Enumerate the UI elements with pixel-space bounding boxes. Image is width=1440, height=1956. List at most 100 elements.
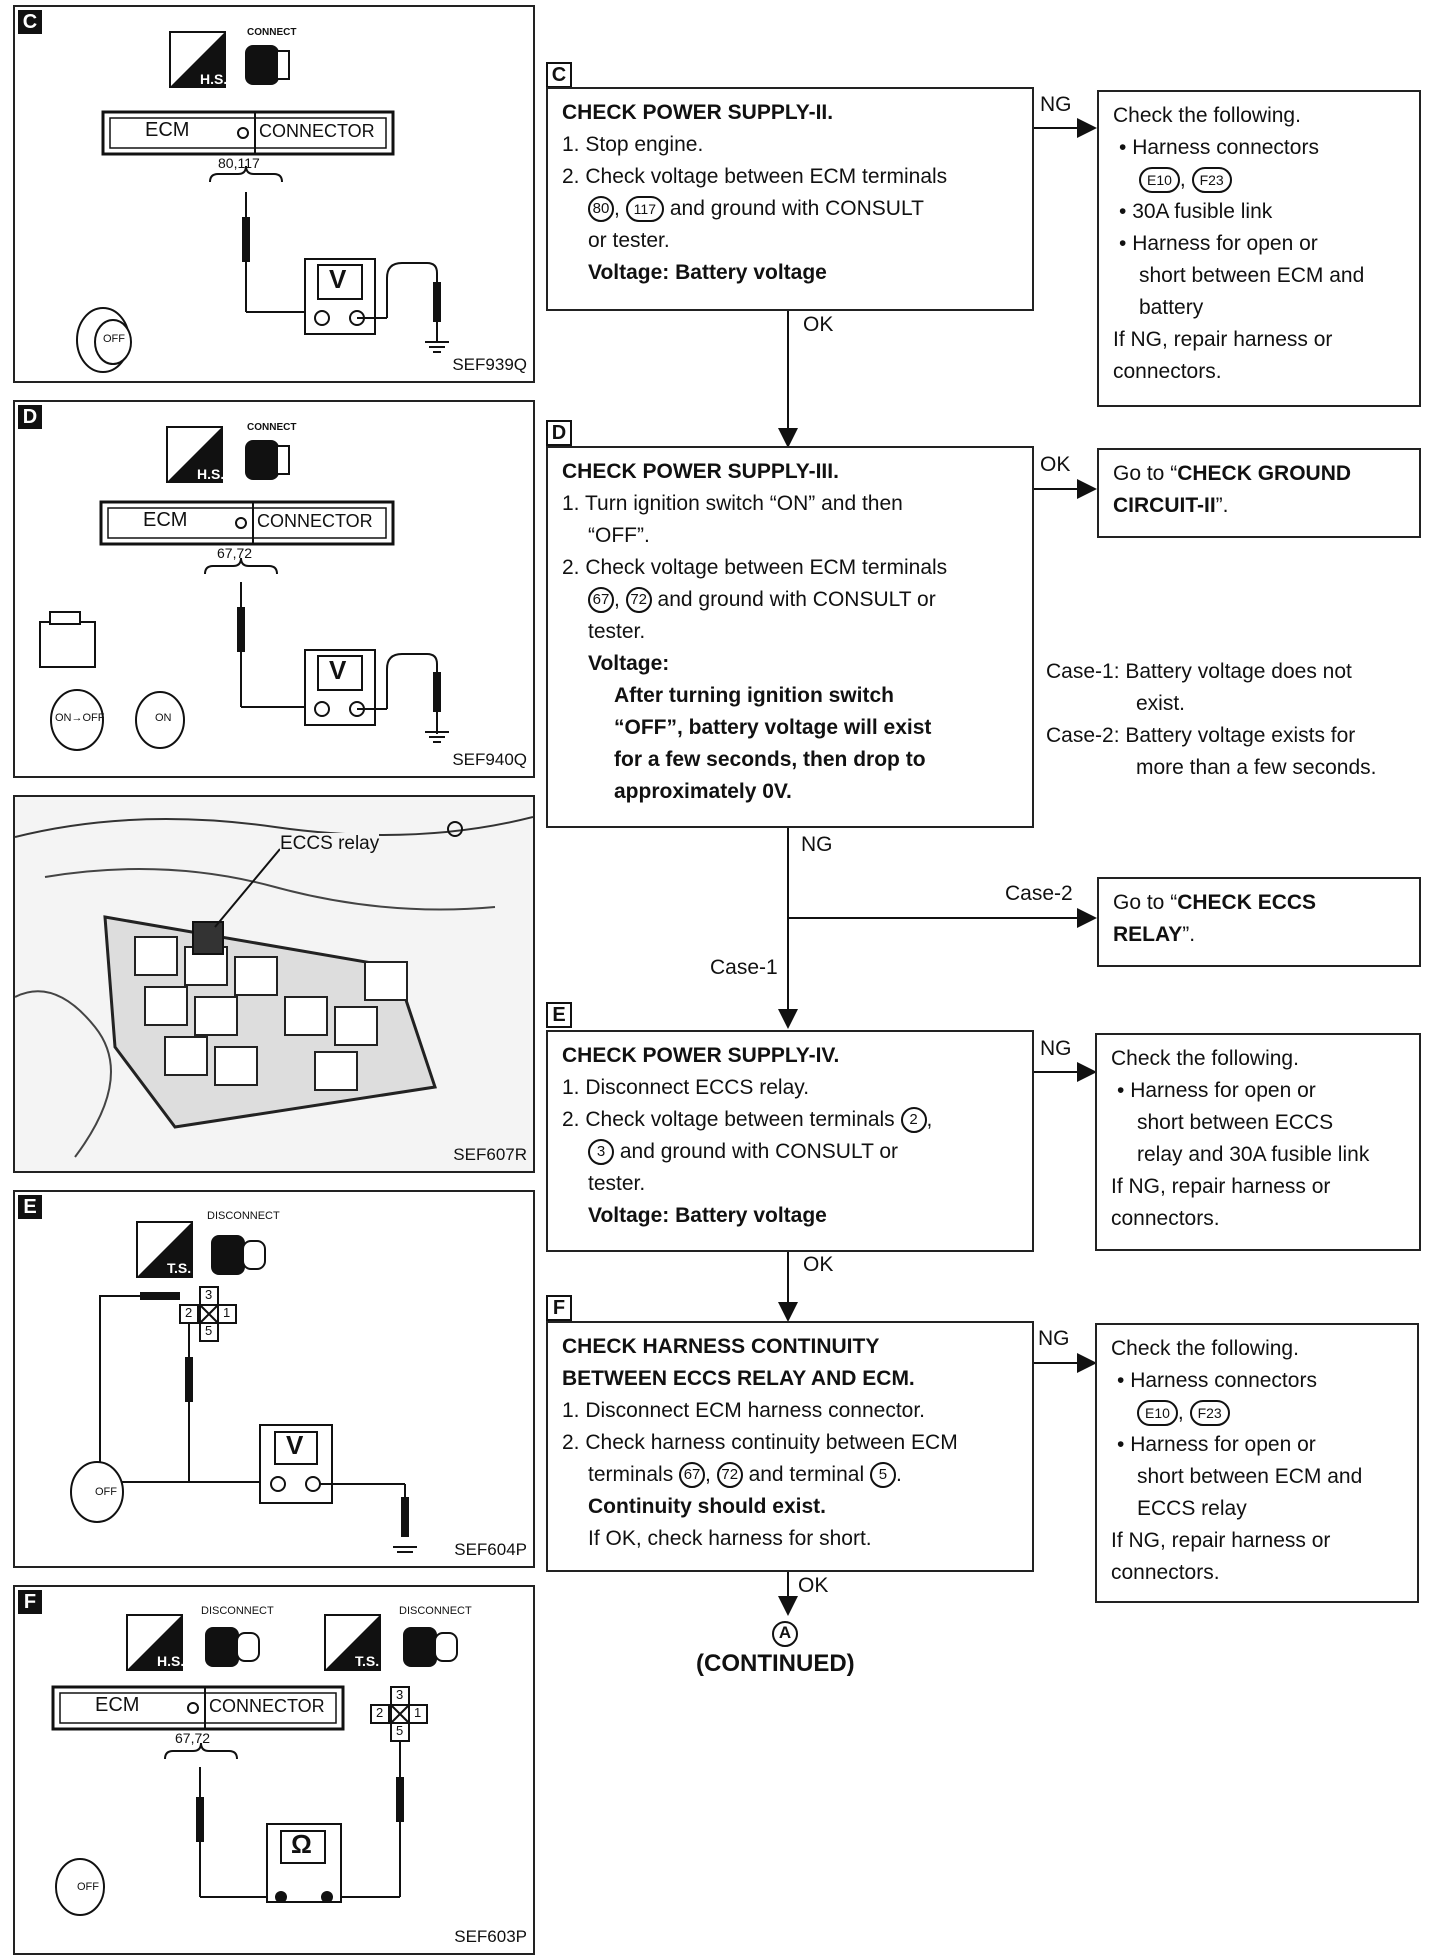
step-line: 80, 117 and ground with CONSULT: [562, 193, 1018, 225]
diagram-panel-f: F H.S. DISCONNECT T.S. DIS: [13, 1585, 535, 1955]
bullet-cont: relay and 30A fusible link: [1137, 1143, 1370, 1166]
terminal-badge: 2: [900, 1107, 927, 1134]
spec-line: for a few seconds, then drop to: [614, 748, 926, 771]
mode-label-ts: T.S.: [355, 1653, 380, 1669]
key-label: OFF: [95, 1486, 117, 1498]
meter-label: V: [286, 1430, 304, 1460]
key-label: OFF: [103, 333, 125, 345]
bullet-text: Harness for open or: [1130, 1079, 1316, 1102]
terminal-badge: 72: [716, 1462, 743, 1489]
mode-label: T.S.: [167, 1260, 192, 1276]
step-title: BETWEEN ECCS RELAY AND ECM.: [562, 1367, 915, 1390]
case-note: more than a few seconds.: [1136, 756, 1377, 779]
box-link: CHECK GROUND: [1177, 462, 1352, 485]
box-link: RELAY: [1113, 923, 1183, 946]
diagram-panel-e: E T.S. DISCONNECT 3 2 1 5 V OFF SEF604P: [13, 1190, 535, 1568]
box-title: Check the following.: [1113, 104, 1301, 127]
step-text: and terminal: [748, 1463, 865, 1486]
connector-badges: E10, F23: [1113, 164, 1405, 196]
pin-2: 2: [376, 1705, 384, 1720]
step-tag: E: [546, 1002, 572, 1028]
figure-code: SEF940Q: [452, 750, 527, 769]
box-link: CHECK ECCS: [1177, 891, 1317, 914]
step-line: 2. Check voltage between terminals 2,: [562, 1104, 1018, 1136]
key-label-on: ON: [155, 712, 172, 724]
terminal-label: 67,72: [175, 1730, 211, 1746]
box-line: Go to “CHECK GROUND: [1113, 458, 1405, 490]
ng-label: NG: [1040, 1037, 1072, 1060]
footer-line: If NG, repair harness or: [1111, 1529, 1331, 1552]
figure-code: SEF603P: [454, 1927, 527, 1946]
panel-tag: F: [18, 1590, 42, 1614]
step-d-ok-box: Go to “CHECK GROUND CIRCUIT-II”.: [1097, 448, 1421, 538]
case-2-label: Case-2: [1005, 882, 1073, 905]
mode-label: H.S.: [200, 71, 228, 87]
ng-label: NG: [801, 833, 833, 856]
spec-line: Continuity should exist.: [588, 1495, 827, 1518]
action-label: DISCONNECT: [207, 1210, 280, 1222]
step-e-box: CHECK POWER SUPPLY-IV. 1. Disconnect ECC…: [546, 1030, 1034, 1252]
panel-tag: D: [18, 405, 42, 429]
step-title: CHECK POWER SUPPLY-III.: [562, 460, 839, 483]
panel-tag: C: [18, 10, 42, 34]
box-link: CIRCUIT-II: [1113, 494, 1216, 517]
step-c-box: CHECK POWER SUPPLY-II. 1. Stop engine. 2…: [546, 87, 1034, 311]
bullet-item: • Harness for open or: [1117, 1433, 1316, 1456]
key-label-on-off: ON→OFF: [55, 712, 105, 724]
step-text: terminals: [588, 1463, 674, 1486]
pin-5: 5: [205, 1323, 213, 1338]
case-note: Case-1: Battery voltage does not: [1046, 660, 1352, 683]
relay-location-illustration: ECCS relay SEF607R: [13, 795, 535, 1173]
step-line: or tester.: [588, 229, 670, 252]
meter-label: V: [329, 655, 347, 685]
step-d-box: CHECK POWER SUPPLY-III. 1. Turn ignition…: [546, 446, 1034, 828]
figure-code: SEF939Q: [452, 355, 527, 374]
case-2-box: Go to “CHECK ECCS RELAY”.: [1097, 877, 1421, 967]
ok-label: OK: [1040, 453, 1071, 476]
step-title: CHECK POWER SUPPLY-IV.: [562, 1044, 840, 1067]
diagram-panel-d: D H.S. CONNECT ECM CONNECTOR 67,72 V: [13, 400, 535, 778]
terminal-badge: 3: [588, 1139, 614, 1166]
step-title: CHECK POWER SUPPLY-II.: [562, 101, 834, 124]
box-title: Check the following.: [1111, 1337, 1299, 1360]
bullet-text: Harness connectors: [1130, 1369, 1317, 1392]
figure-code: SEF607R: [453, 1145, 527, 1164]
pin-3: 3: [396, 1687, 404, 1702]
step-e-ng-box: Check the following. • Harness for open …: [1095, 1033, 1421, 1251]
step-line: 2. Check voltage between ECM terminals: [562, 556, 948, 579]
spec-line: After turning ignition switch: [614, 684, 894, 707]
connector-badge: F23: [1191, 167, 1232, 194]
box-line: CIRCUIT-II”.: [1113, 490, 1405, 522]
footer-line: connectors.: [1111, 1207, 1220, 1230]
pin-2: 2: [185, 1305, 193, 1320]
terminal-badge: 5: [869, 1462, 896, 1489]
footer-line: If NG, repair harness or: [1113, 328, 1333, 351]
step-line: terminals 67, 72 and terminal 5.: [562, 1459, 1018, 1491]
eccs-relay-label: ECCS relay: [280, 833, 380, 855]
step-line: 2. Check harness continuity between ECM: [562, 1431, 958, 1454]
connector-label: CONNECTOR: [209, 1696, 325, 1716]
note-line: If OK, check harness for short.: [588, 1527, 872, 1550]
bullet-cont: short between ECM and: [1137, 1465, 1363, 1488]
box-line: RELAY”.: [1113, 919, 1405, 951]
terminal-badge: 72: [625, 587, 652, 614]
spec-line: approximately 0V.: [614, 780, 792, 803]
box-text: Go to “: [1113, 462, 1178, 485]
case-note: exist.: [1136, 692, 1186, 715]
step-f-box: CHECK HARNESS CONTINUITY BETWEEN ECCS RE…: [546, 1321, 1034, 1572]
step-tag: C: [546, 62, 572, 88]
terminal-badge: 67: [679, 1462, 706, 1489]
spec-line: Voltage: Battery voltage: [588, 261, 827, 284]
terminal-label: 67,72: [217, 545, 253, 561]
action-label-hs: DISCONNECT: [201, 1605, 274, 1617]
figure-code: SEF604P: [454, 1540, 527, 1559]
connector-badge: E10: [1137, 1400, 1178, 1427]
ecm-label: ECM: [145, 119, 190, 141]
footer-line: If NG, repair harness or: [1111, 1175, 1331, 1198]
step-text: 2. Check voltage between terminals: [562, 1108, 895, 1131]
step-line: 3 and ground with CONSULT or: [562, 1136, 1018, 1168]
step-line: 1. Stop engine.: [562, 133, 704, 156]
step-line: 1. Disconnect ECM harness connector.: [562, 1399, 926, 1422]
bullet-cont: ECCS relay: [1137, 1497, 1247, 1520]
ecm-label: ECM: [143, 509, 188, 531]
